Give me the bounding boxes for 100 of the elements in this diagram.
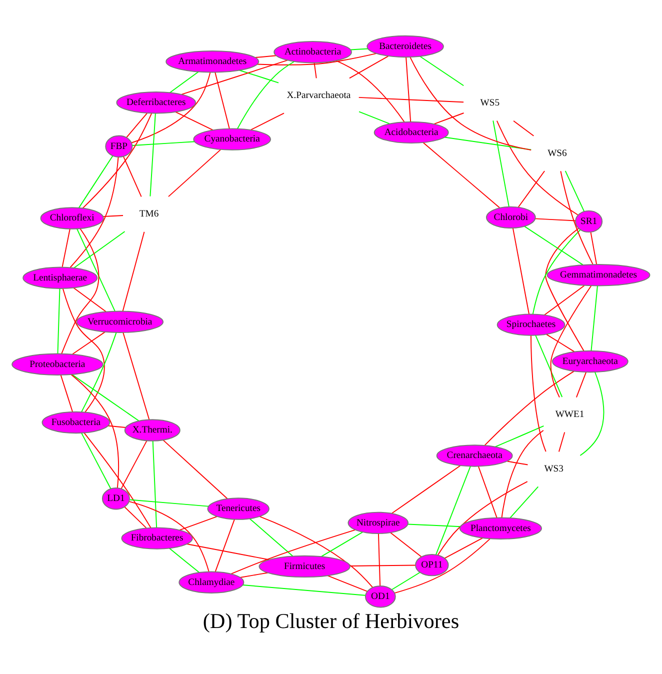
connector	[169, 71, 199, 94]
node-text: WS3	[544, 464, 564, 475]
connector	[124, 506, 147, 528]
connector	[420, 56, 464, 86]
connector	[214, 518, 235, 572]
node-ellipse: SR1	[575, 210, 603, 233]
node-ellipse: LD1	[102, 488, 130, 510]
connector	[513, 120, 534, 136]
connector	[242, 584, 366, 596]
node-text: WS6	[548, 148, 567, 159]
node-ellipse: Armatimonadetes	[166, 50, 260, 73]
connector	[576, 372, 587, 398]
node-text: TM6	[139, 208, 159, 220]
connector	[60, 374, 74, 412]
connector	[437, 481, 528, 556]
connector	[57, 288, 60, 354]
connector	[70, 374, 120, 488]
node-ellipse: Crenarchaeota	[436, 444, 513, 467]
connector	[422, 142, 500, 208]
node-ellipse: Tenericutes	[207, 498, 270, 520]
connector	[72, 331, 106, 355]
connector	[314, 62, 317, 79]
connector	[78, 155, 114, 208]
connector	[175, 112, 214, 131]
connector	[406, 56, 412, 122]
connector	[496, 120, 578, 216]
node-ellipse: FBP	[105, 135, 133, 158]
connector	[126, 112, 148, 138]
connector	[186, 544, 270, 560]
connector	[391, 572, 420, 590]
connector	[545, 228, 584, 352]
connector	[524, 226, 584, 266]
node-ellipse: Spirochaetes	[496, 314, 566, 336]
node-ellipse: OD1	[364, 586, 396, 608]
connector	[168, 548, 200, 573]
connector	[320, 532, 363, 558]
connector	[131, 72, 211, 144]
node-ellipse: Planctomycetes	[459, 517, 542, 540]
connector	[408, 524, 461, 528]
connector	[62, 288, 105, 413]
connector	[230, 529, 356, 574]
connector	[249, 518, 294, 557]
connector	[72, 374, 140, 422]
connector	[532, 229, 581, 315]
connector	[327, 575, 368, 592]
node-ellipse: Verrucomicrobia	[76, 310, 164, 333]
connector	[181, 60, 288, 95]
node-text: WWE1	[555, 409, 584, 420]
connector	[410, 56, 532, 151]
connector	[544, 285, 585, 316]
connector	[558, 432, 566, 452]
connector	[501, 430, 544, 518]
connector	[81, 432, 112, 490]
connector	[535, 335, 563, 398]
node-ellipse: Acidobacteria	[374, 121, 449, 144]
connector	[564, 170, 585, 212]
connector	[130, 499, 209, 507]
connector	[122, 156, 142, 198]
connector	[394, 538, 490, 594]
connector	[478, 466, 498, 518]
connector	[560, 170, 594, 265]
connector	[535, 218, 576, 222]
connector	[590, 232, 598, 265]
connector	[254, 55, 276, 58]
connector	[73, 231, 126, 268]
connector	[250, 112, 284, 130]
connector	[84, 432, 152, 528]
node-ellipse: Chlamydiae	[178, 571, 244, 594]
node-ellipse: Nitrospirae	[348, 512, 408, 534]
connector	[546, 334, 575, 352]
connector	[434, 112, 464, 124]
node-ellipse: Fibrobacteres	[121, 527, 193, 550]
node-text: X.Parvarchaeota	[286, 90, 351, 102]
connector	[390, 532, 422, 558]
node-ellipse: Chloroflexi	[40, 207, 104, 230]
node-ellipse: Cyanobacteria	[193, 128, 272, 150]
connector	[214, 72, 230, 130]
connector	[378, 533, 381, 586]
connector	[236, 61, 295, 130]
node-ellipse: Chlorobi	[486, 206, 536, 229]
connector	[350, 48, 368, 50]
connector	[350, 564, 416, 566]
node-text: WS5	[480, 98, 500, 109]
connector	[152, 440, 158, 528]
connector	[512, 228, 530, 315]
connector	[120, 440, 148, 490]
connector	[259, 516, 374, 588]
connector	[102, 215, 124, 218]
node-ellipse: Deferribacteres	[116, 92, 196, 114]
connector	[349, 56, 389, 79]
node-ellipse: OP11	[415, 554, 449, 576]
connector	[76, 228, 116, 312]
connector	[358, 96, 464, 103]
connector	[510, 486, 539, 518]
connector	[128, 501, 210, 572]
connector	[62, 228, 70, 268]
node-ellipse: Gemmatimonadetes	[546, 264, 650, 286]
connector	[391, 465, 461, 514]
connector	[240, 572, 268, 578]
connector	[70, 156, 119, 268]
